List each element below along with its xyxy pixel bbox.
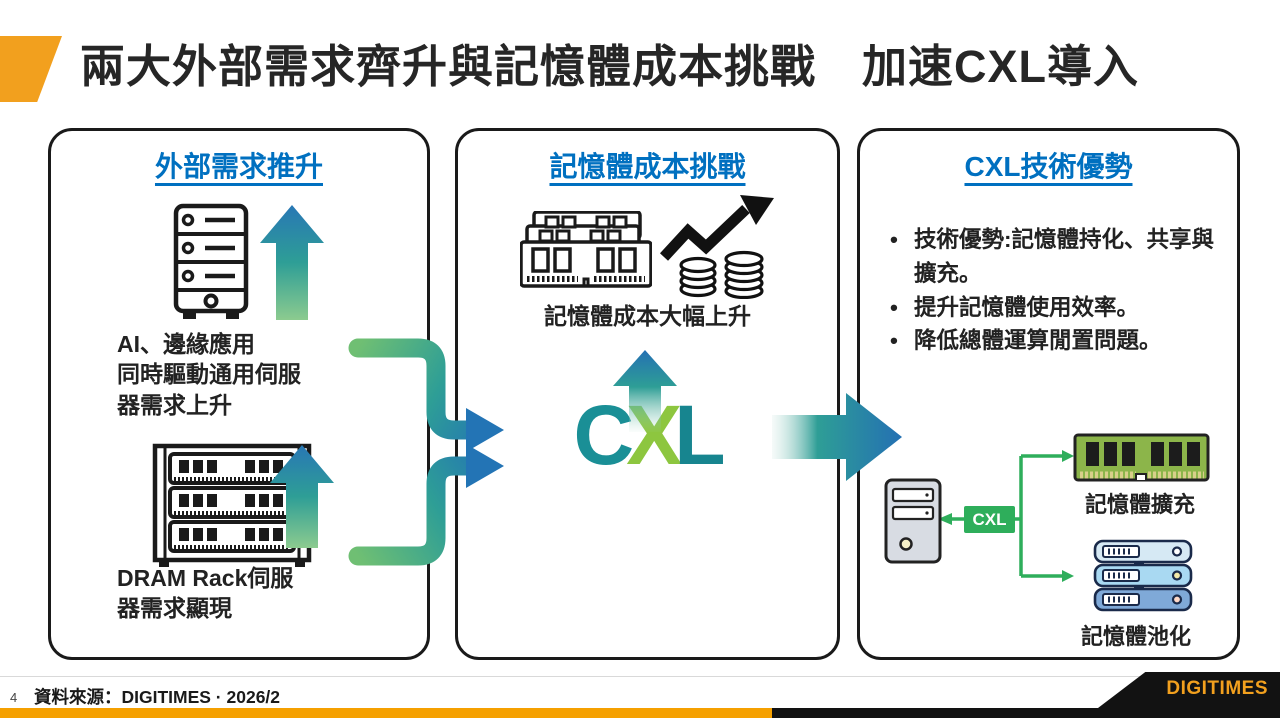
panel-cost-heading: 記憶體成本挑戰: [549, 151, 746, 182]
cxl-usage-diagram: [884, 433, 1210, 612]
cxl-logo-c: C: [573, 388, 634, 482]
slide-title: 兩大外部需求齊升與記憶體成本挑戰 加速CXL導入: [80, 41, 1140, 92]
advantage-bullet-1: 技術優勢:記憶體持化、共享與擴充。: [884, 223, 1224, 291]
server-tower-icon: [173, 203, 249, 319]
panel-demand-heading: 外部需求推升: [154, 151, 323, 182]
arrow-to-memory-icon: [1062, 450, 1074, 462]
panel-memory-cost: 記憶體成本挑戰: [455, 128, 840, 660]
demand-item1-caption: AI、邊緣應用 同時驅動通用伺服 器需求上升: [117, 331, 301, 418]
advantage-bullet-list: 技術優勢:記憶體持化、共享與擴充。 提升記憶體使用效率。 降低總體運算閒置問題。: [884, 223, 1224, 358]
memory-module-icon: [1073, 433, 1210, 482]
cxl-logo-x: X: [626, 388, 682, 482]
arrow-to-pc-icon: [938, 513, 952, 525]
title-accent-shape: [0, 36, 62, 102]
footer-divider: [0, 676, 1280, 677]
memory-pooling-label: 記憶體池化: [1080, 624, 1191, 649]
cxl-badge: CXL: [964, 506, 1015, 533]
dram-rack-icon: [152, 443, 312, 567]
source-text: 資料來源：DIGITIMES · 2026/2: [34, 687, 281, 707]
footer-orange-bar: [0, 708, 772, 718]
digitimes-logo: DIGITIMES: [1098, 672, 1280, 708]
arrow-to-pool-icon: [1062, 570, 1074, 582]
page-number: 4: [10, 690, 18, 705]
advantage-bullet-2: 提升記憶體使用效率。: [884, 291, 1224, 325]
cost-rise-chart-icon: [660, 195, 774, 299]
panel-adv-heading: CXL技術優勢: [964, 151, 1133, 182]
cxl-logo-l: L: [674, 388, 725, 482]
server-stack-icon: [1093, 539, 1193, 612]
panel-cxl-advantage: CXL技術優勢 技術優勢:記憶體持化、共享與擴充。 提升記憶體使用效率。 降低總…: [857, 128, 1240, 660]
memory-expansion-label: 記憶體擴充: [1084, 492, 1195, 517]
pc-tower-icon: [884, 478, 942, 564]
footer-black-bar: [772, 708, 1280, 718]
coin-stack-icon: [679, 250, 764, 299]
demand-item2-caption: DRAM Rack伺服 器需求顯現: [117, 565, 294, 622]
cost-caption: 記憶體成本大幅上升: [544, 303, 751, 329]
cxl-logo: CXL: [458, 393, 837, 477]
ram-modules-icon: [520, 211, 652, 288]
digitimes-logo-text: DIGITIMES: [1166, 678, 1268, 699]
advantage-bullet-3: 降低總體運算閒置問題。: [884, 324, 1224, 358]
panel-external-demand: 外部需求推升 AI、邊緣應用 同時驅動通用伺服 器需求上升: [48, 128, 430, 660]
